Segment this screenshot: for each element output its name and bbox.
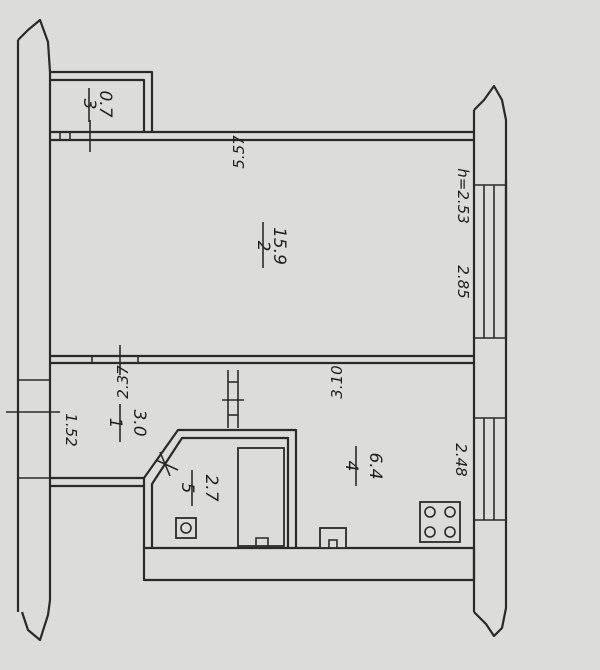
room-4-area: 6.4 — [365, 452, 385, 479]
room-5-bathroom — [142, 428, 298, 548]
window-room-2 — [474, 184, 506, 339]
room-3-area: 0.7 — [95, 90, 115, 117]
dim-hall-length: 2.37 — [114, 365, 132, 399]
left-exterior-wall — [6, 18, 60, 642]
hall-entry-wall — [50, 476, 144, 488]
dim-kitchen-width: 2.48 — [452, 443, 470, 476]
room-1-number: 1 — [105, 418, 125, 429]
kitchen-sink — [319, 527, 347, 549]
wall-room2-top — [50, 120, 474, 152]
bathtub — [237, 447, 285, 547]
room-3-closet — [50, 70, 154, 132]
dim-room2-length: 5.57 — [230, 135, 248, 169]
window-room-4 — [474, 417, 506, 521]
bathroom-sink — [175, 517, 197, 539]
wall-room2-bottom — [50, 345, 474, 375]
bottom-wall — [142, 546, 476, 582]
room-5-number: 5 — [177, 483, 197, 494]
dim-kitchen-length: 3.10 — [328, 365, 346, 398]
dim-room2-width: 2.85 — [454, 265, 472, 298]
dim-hall-width: 1.52 — [62, 413, 80, 446]
room-5-area: 2.7 — [201, 474, 221, 501]
partition-hall-kitchen — [222, 370, 244, 428]
bathtub-drain — [255, 537, 269, 546]
room-2-area: 15.9 — [269, 227, 289, 265]
stove-icon — [419, 501, 461, 543]
room-1-area: 3.0 — [129, 409, 149, 436]
dim-ceiling-height: h=2.53 — [454, 168, 472, 223]
room-4-number: 4 — [341, 461, 361, 472]
right-exterior-wall — [472, 84, 508, 638]
